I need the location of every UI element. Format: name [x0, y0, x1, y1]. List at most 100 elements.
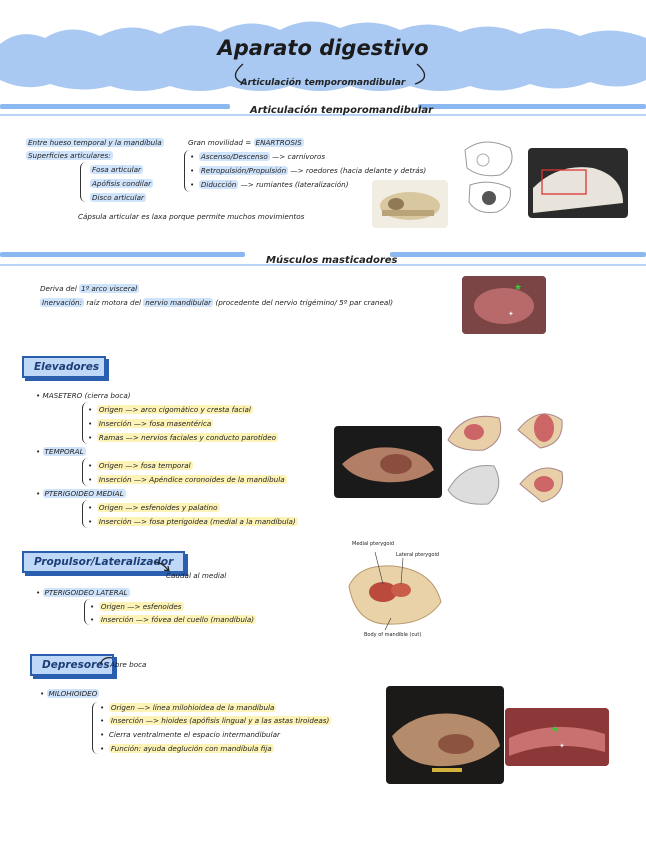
brace: [82, 500, 89, 528]
mobility-line: Gran movilidad = ENARTROSIS: [188, 138, 304, 147]
surface-item: Disco articular: [90, 193, 146, 202]
page-title: Aparato digestivo: [217, 36, 429, 60]
svg-text:✦: ✦: [559, 742, 565, 750]
atm-line2: Superficies articulares:: [26, 151, 113, 160]
fig-label: Medial pterygoid: [352, 541, 395, 547]
fig-label: Body of mandible (cut): [364, 632, 422, 638]
divider: [0, 264, 646, 266]
brace: [84, 599, 91, 625]
dog-head-photo: [334, 426, 442, 498]
detail-value: —> fóvea del cuello (mandíbula): [133, 615, 255, 624]
line2-label: Inervación:: [40, 298, 85, 307]
detail-item: • Origen —> fosa temporal: [88, 461, 193, 470]
brace: [82, 402, 89, 444]
brace: [184, 150, 191, 192]
pterygoid-diagram: [345, 540, 445, 642]
atm-line1: Entre hueso temporal y la mandíbula: [26, 138, 164, 147]
detail-item: • Origen —> línea milohioidea de la mand…: [100, 703, 277, 712]
detail-value: —> fosa masentérica: [131, 419, 212, 428]
joint-diagram: [455, 130, 525, 225]
propulsor-label: Propulsor/Lateralizador: [22, 551, 186, 573]
section-heading-atm: Articulación temporomandibular: [250, 105, 433, 116]
detail-value: ayuda deglución con mandíbula fija: [141, 744, 272, 753]
header-cloud: [0, 21, 646, 91]
detail-key: Inserción: [100, 615, 134, 624]
detail-value: —> fosa pterigoidea (medial a la mandíbu…: [131, 517, 296, 526]
detail-value: —> esfenoides: [124, 602, 182, 611]
svg-text:✦: ✦: [508, 310, 514, 318]
movement-item: • Retropulsión/Propulsión —> roedores (h…: [190, 166, 427, 175]
movement-rest: —> roedores (hacia delante y detrás): [288, 166, 427, 175]
detail-value: —> fosa temporal: [122, 461, 191, 470]
surface-text: Disco articular: [90, 193, 146, 202]
detail-key: Inserción: [98, 517, 132, 526]
subtitle-bracket: [234, 63, 426, 85]
atm-line2-text: Superficies articulares:: [26, 151, 113, 160]
page-subtitle: Articulación temporomandibular: [240, 78, 406, 88]
svg-text:★: ★: [514, 283, 522, 293]
detail-key: Ramas: [98, 433, 124, 442]
line2-value: nervio mandibular: [143, 298, 214, 307]
masticator-photo: ★✦: [462, 276, 546, 334]
arrow-icon: [153, 561, 170, 572]
mobility-value: ENARTROSIS: [253, 138, 304, 147]
musculos-line2: Inervación: raíz motora del nervio mandi…: [40, 298, 393, 307]
divider: [0, 252, 245, 257]
elevadores-label: Elevadores: [22, 356, 106, 378]
capsule-text: Cápsula articular es laxa porque permite…: [78, 212, 305, 221]
detail-item: • Función: ayuda deglución con mandíbula…: [100, 744, 274, 753]
detail-item: • Origen —> esfenoides: [90, 602, 184, 611]
detail-key: Origen: [98, 405, 123, 414]
movement-item: • Diducción —> rumiantes (lateralización…: [190, 180, 349, 189]
line2-mid: raíz motora del: [84, 298, 144, 307]
brace: [80, 162, 87, 202]
detail-item: • Cierra ventralmente el espacio interma…: [100, 730, 280, 739]
detail-value: —> nervios faciales y conducto parotídeo: [123, 433, 277, 442]
detail-key: Inserción: [98, 475, 132, 484]
detail-item: • Ramas —> nervios faciales y conducto p…: [88, 433, 279, 442]
detail-value: Cierra ventralmente el espacio intermand…: [108, 730, 280, 739]
tmj-photo: [528, 148, 628, 218]
propulsor-note: Caudal al medial: [166, 571, 227, 580]
muscle-name: PTERIGOIDEO LATERAL: [42, 588, 130, 597]
detail-item: • Inserción —> fosa masentérica: [88, 419, 214, 428]
movement-rest: —> rumiantes (lateralización): [238, 180, 349, 189]
detail-value: —> hioides (apófisis lingual y a las ast…: [143, 716, 330, 725]
line2-rest: (procedente del nervio trigémino/ 5º par…: [213, 298, 394, 307]
detail-key: Función:: [110, 744, 142, 753]
detail-item: • Origen —> esfenoides y palatino: [88, 503, 220, 512]
svg-text:★: ★: [551, 725, 559, 735]
movement-item: • Ascenso/Descenso —> carnívoros: [190, 152, 326, 161]
fig-label: Lateral pterygoid: [396, 552, 440, 558]
movement-name: Diducción: [198, 180, 239, 189]
skull-photo: [372, 180, 448, 228]
detail-key: Inserción: [98, 419, 132, 428]
mobility-prefix: Gran movilidad =: [188, 138, 254, 147]
detail-value: —> línea milohioidea de la mandíbula: [134, 703, 275, 712]
musculos-line1: Deriva del 1º arco visceral: [40, 284, 140, 293]
divider: [0, 104, 230, 109]
detail-key: Origen: [110, 703, 135, 712]
divider: [418, 104, 646, 109]
muscle-name: MILOHIOIDEO: [46, 689, 100, 698]
surface-item: Apófisis condilar: [90, 179, 154, 188]
line1-prefix: Deriva del: [40, 284, 80, 293]
surface-text: Apófisis condilar: [90, 179, 154, 188]
muscle-item: • MILOHIOIDEO: [40, 689, 100, 698]
detail-key: Origen: [98, 503, 123, 512]
mylohyoid-photo: [386, 686, 504, 784]
elevator-diagrams: [444, 400, 630, 512]
line1-value: 1º arco visceral: [79, 284, 140, 293]
arrow-icon: [99, 657, 113, 665]
depresores-note: Abre boca: [110, 660, 147, 669]
muscle-name: MASETERO: [42, 391, 83, 400]
surface-item: Fosa articular: [90, 165, 144, 174]
depresores-label: Depresores: [30, 654, 114, 676]
detail-item: • Origen —> arco cigomático y cresta fac…: [88, 405, 253, 414]
surface-text: Fosa articular: [90, 165, 144, 174]
movement-name: Ascenso/Descenso: [198, 152, 270, 161]
movement-rest: —> carnívoros: [269, 152, 326, 161]
detail-value: —> arco cigomático y cresta facial: [122, 405, 251, 414]
movement-name: Retropulsión/Propulsión: [198, 166, 289, 175]
muscle-item: • TEMPORAL: [36, 447, 86, 456]
